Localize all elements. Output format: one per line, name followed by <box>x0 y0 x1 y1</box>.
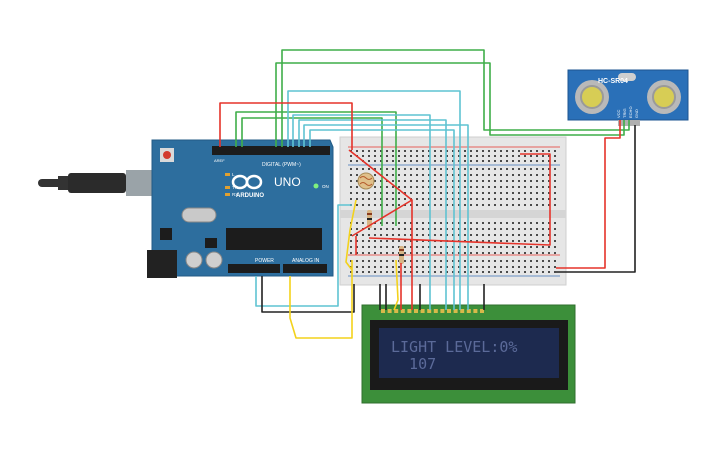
sensor-model: HC-SR04 <box>598 78 628 85</box>
usb-cable <box>38 170 160 196</box>
on-label: ON <box>322 184 329 189</box>
digital-header <box>212 146 330 155</box>
lcd-pin <box>407 309 412 313</box>
wire-red-2 <box>348 149 413 201</box>
wire-green-3 <box>275 62 625 147</box>
lcd-pin <box>394 309 399 313</box>
arduino-brand: UNO <box>274 175 301 189</box>
sensor-pin-label: VCC <box>616 109 621 118</box>
analog-header <box>283 264 327 273</box>
wire-yellow-2 <box>345 199 357 271</box>
wire-yellow-1 <box>289 260 353 339</box>
wire-cyan-6 <box>255 204 352 307</box>
breadboard-holes <box>350 150 556 273</box>
lcd-pin <box>453 309 458 313</box>
lcd-pin <box>381 309 385 313</box>
wire-red-3 <box>351 199 413 310</box>
lcd-pin <box>480 309 484 313</box>
wire-cyan-4 <box>303 124 469 310</box>
resistor-2 <box>399 246 404 264</box>
wire-yellow-3 <box>393 259 399 311</box>
wire-green-4 <box>281 49 630 147</box>
wire-cyan-2 <box>292 114 431 310</box>
lcd-pin <box>447 309 451 313</box>
aref-label: AREF <box>214 158 225 163</box>
analog-label: ANALOG IN <box>292 258 320 264</box>
lcd-line-1: LIGHT LEVEL:0% <box>391 338 517 356</box>
l-label: L <box>232 172 235 177</box>
tx-label: TX <box>232 185 238 190</box>
wire-black-1 <box>261 276 355 313</box>
lcd-pin <box>460 309 465 313</box>
power-label: POWER <box>255 258 274 264</box>
wire-cyan-1 <box>287 90 461 310</box>
atmega-chip <box>226 228 322 250</box>
wire-green-1 <box>235 111 397 226</box>
lcd-pin <box>414 309 418 313</box>
arduino-logo-icon <box>231 174 263 190</box>
power-jack <box>147 250 177 278</box>
lcd-pin <box>420 309 425 313</box>
lcd-line-2: 107 <box>391 355 436 373</box>
photoresistor <box>357 172 375 190</box>
lcd-pin <box>427 309 432 313</box>
rx-label: RX <box>232 192 238 197</box>
sensor-pin-label: GND <box>634 109 639 118</box>
arduino-logo-text: ARDUINO <box>236 193 264 199</box>
lcd-pin <box>433 309 438 313</box>
wire-cyan-5 <box>309 129 455 310</box>
wire-black-2 <box>556 125 636 273</box>
wires <box>219 49 636 339</box>
lcd-pin <box>400 309 405 313</box>
lcd-pin <box>387 309 392 313</box>
sensor-pin-label: ECHO <box>628 106 633 118</box>
lcd-screen <box>379 328 559 378</box>
lcd-pin <box>440 309 445 313</box>
power-header <box>228 264 280 273</box>
lcd-pin <box>466 309 471 313</box>
wire-green-2 <box>241 117 383 226</box>
sensor-pin-label: TRIG <box>622 108 627 118</box>
resistor-1 <box>367 210 372 228</box>
lcd-pin <box>473 309 478 313</box>
arduino-uno-board: ARDUINO UNO DIGITAL (PWM~) POWER ANALOG … <box>147 139 334 278</box>
wire-cyan-3 <box>298 119 447 310</box>
wire-red-4 <box>368 153 551 246</box>
wire-red-5 <box>556 120 621 269</box>
lcd-pin-header <box>381 309 484 313</box>
digital-header-label: DIGITAL (PWM~) <box>262 162 301 168</box>
breadboard <box>339 136 567 286</box>
lcd-module: LIGHT LEVEL:0% 107 <box>361 304 576 404</box>
wire-red-1 <box>219 102 353 150</box>
